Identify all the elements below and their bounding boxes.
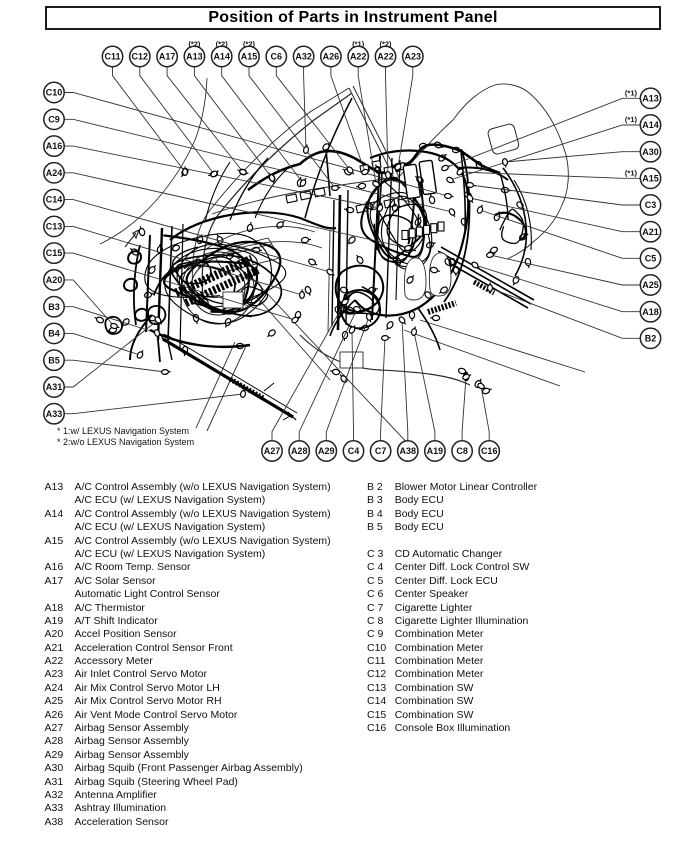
svg-text:C15: C15 — [46, 248, 63, 258]
svg-text:(*1): (*1) — [625, 168, 638, 177]
svg-text:A29: A29 — [318, 446, 335, 456]
svg-text:A28: A28 — [291, 446, 308, 456]
svg-text:C14: C14 — [46, 195, 63, 205]
svg-text:A19: A19 — [427, 446, 444, 456]
svg-text:B2: B2 — [645, 333, 657, 343]
svg-text:C11: C11 — [104, 52, 120, 62]
svg-text:(*2): (*2) — [379, 40, 392, 49]
svg-text:(*2): (*2) — [216, 40, 229, 49]
svg-text:A13: A13 — [186, 52, 203, 62]
svg-text:A22: A22 — [350, 52, 367, 62]
svg-text:A18: A18 — [642, 307, 659, 317]
svg-text:B4: B4 — [48, 329, 60, 339]
svg-text:A16: A16 — [46, 141, 63, 151]
svg-text:C10: C10 — [46, 88, 63, 98]
svg-text:A25: A25 — [642, 280, 659, 290]
svg-text:C9: C9 — [48, 114, 60, 124]
svg-text:C7: C7 — [375, 446, 387, 456]
svg-text:C12: C12 — [132, 52, 149, 62]
svg-text:A24: A24 — [46, 168, 63, 178]
svg-text:A15: A15 — [241, 52, 258, 62]
svg-text:(*1): (*1) — [625, 115, 638, 124]
svg-text:C16: C16 — [481, 446, 498, 456]
svg-text:C4: C4 — [348, 446, 360, 456]
svg-text:A38: A38 — [400, 446, 417, 456]
svg-text:A15: A15 — [642, 173, 659, 183]
svg-text:C6: C6 — [271, 52, 283, 62]
svg-text:A31: A31 — [46, 382, 63, 392]
svg-text:(*2): (*2) — [243, 40, 256, 49]
svg-text:A21: A21 — [642, 227, 659, 237]
svg-text:C13: C13 — [46, 222, 63, 232]
svg-text:A30: A30 — [642, 147, 659, 157]
svg-text:A26: A26 — [323, 52, 340, 62]
svg-text:(*2): (*2) — [188, 40, 201, 49]
svg-text:A32: A32 — [295, 52, 312, 62]
svg-text:A20: A20 — [46, 275, 63, 285]
svg-text:C8: C8 — [456, 446, 468, 456]
svg-text:(*1): (*1) — [352, 40, 365, 49]
svg-text:B3: B3 — [48, 302, 60, 312]
svg-text:C3: C3 — [645, 200, 657, 210]
svg-text:A14: A14 — [213, 52, 230, 62]
svg-text:A17: A17 — [159, 52, 176, 62]
svg-text:A23: A23 — [405, 52, 422, 62]
svg-text:(*1): (*1) — [625, 88, 638, 97]
svg-text:A27: A27 — [264, 446, 281, 456]
svg-text:A14: A14 — [642, 120, 659, 130]
svg-text:A33: A33 — [46, 409, 63, 419]
svg-text:B5: B5 — [48, 355, 60, 365]
svg-text:A13: A13 — [642, 93, 659, 103]
svg-text:C5: C5 — [645, 253, 657, 263]
svg-text:A22: A22 — [377, 52, 394, 62]
